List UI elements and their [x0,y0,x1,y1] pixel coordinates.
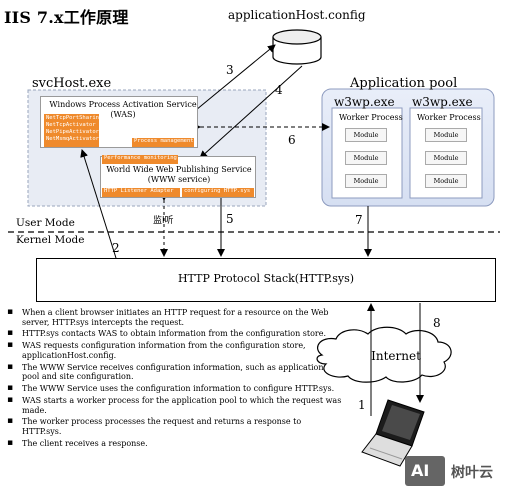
performance-monitoring-tag: Performance monitoring [102,155,178,164]
step-number-7: 7 [355,213,363,227]
module-box: Module [345,151,387,165]
process-management-tag: Process management [132,138,194,147]
step-number-1: 1 [358,398,366,412]
user-mode-label: User Mode [16,217,75,229]
step-item: WAS requests configuration information f… [6,341,342,361]
was-title-line1: Windows Process Activation Service [49,100,197,109]
module-box: Module [425,128,467,142]
watermark-text: 树叶云 [451,465,493,481]
step-number-8: 8 [433,316,441,330]
worker-process-title-2: Worker Process [417,113,481,122]
steps-list: When a client browser initiates an HTTP … [6,308,342,450]
w3wp-label-2: w3wp.exe [412,95,473,109]
http-listener-adapter-tag: HTTP Listener Adapter [102,188,180,197]
step-number-6: 6 [288,133,296,147]
module-box: Module [425,174,467,188]
adapter-item: NetPipeActivator [46,129,99,135]
w3wp-label-1: w3wp.exe [334,95,395,109]
listen-label: 监l听 [153,216,174,226]
app-pool-label: Application pool [350,76,458,91]
arrow-step-2 [80,149,117,259]
step-item: HTTP.sys contacts WAS to obtain informat… [6,329,342,339]
page-title: IIS 7.x工作原理 [4,8,129,27]
module-box: Module [345,128,387,142]
configuring-http-tag: configuring HTTP.sys [182,188,254,197]
http-protocol-stack-label: HTTP Protocol Stack(HTTP.sys) [177,272,355,285]
was-title: Windows Process Activation Service (WAS) [48,100,198,120]
step-item: The WWW Service uses the configuration i… [6,384,342,394]
module-box: Module [345,174,387,188]
step-item: The client receives a response. [6,439,342,449]
arrow-step-3 [195,44,276,111]
database-icon [272,29,322,65]
step-number-5: 5 [226,212,234,226]
step-number-2: 2 [112,241,120,255]
arrow-step-4 [199,65,303,159]
kernel-mode-label: Kernel Mode [16,234,85,246]
internet-label: Internet [371,349,421,363]
watermark-badge [405,456,445,486]
laptop-icon [361,399,425,467]
www-title-line1: World Wide Web Publishing Service [106,165,252,174]
watermark-badge-text: AI [411,461,430,480]
was-title-line2: (WAS) [110,110,136,119]
adapter-item: NetMsmqActivator [46,136,99,142]
step-item: The worker process processes the request… [6,417,342,437]
step-item: When a client browser initiates an HTTP … [6,308,342,328]
config-store-label: applicationHost.config [228,8,366,22]
http-protocol-stack-box [36,258,496,302]
adapter-item: NetTcpActivator [46,122,96,128]
module-box: Module [425,151,467,165]
step-item: WAS starts a worker process for the appl… [6,396,342,416]
step-number-4: 4 [275,83,283,97]
worker-process-title-1: Worker Process [339,113,403,122]
svchost-label: svcHost.exe [32,76,112,91]
www-title-line2: (WWW service) [147,175,211,184]
adapter-item: NetTcpPortSharing [46,115,103,121]
was-adapter-list: NetTcpPortSharing NetTcpActivator NetPip… [44,114,103,147]
step-item: The WWW Service receives configuration i… [6,363,342,383]
www-title: World Wide Web Publishing Service (WWW s… [104,165,254,185]
step-number-3: 3 [226,63,234,77]
